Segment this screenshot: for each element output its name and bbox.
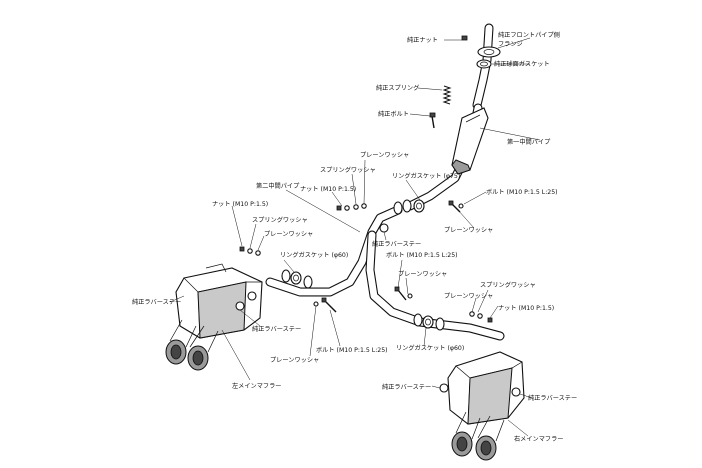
right-muffler-tips — [451, 411, 505, 461]
washers-left — [239, 246, 261, 256]
ring-gasket-60-right — [413, 313, 445, 331]
label-bolt-bottom: ボルト (M10 P:1.5 L:25) — [316, 346, 388, 354]
label-oem-rubber-stay-right-b: 純正ラバーステー — [528, 394, 577, 402]
left-main-muffler — [165, 263, 263, 371]
label-oem-rubber-stay-center: 純正ラバーステー — [372, 240, 421, 248]
label-plain-washer-right-mid: プレーンワッシャ — [398, 271, 447, 278]
label-nut-top: ナット (M10 P:1.5) — [300, 186, 356, 193]
label-oem-nut: 純正ナット — [407, 36, 438, 44]
ring-gasket-75 — [413, 199, 425, 213]
label-ring-gasket-75: リングガスケット (φ75) — [392, 172, 460, 180]
label-plain-washer-top: プレーンワッシャ — [360, 152, 409, 159]
label-left-main-muffler: 左メインマフラー — [232, 382, 282, 390]
label-first-center-pipe: 第一中間パイプ — [507, 138, 551, 146]
part-labels: 純正ナット 純正フロントパイプ側 フランジ 純正球面ガスケット 純正スプリング … — [132, 31, 577, 443]
label-oem-front-pipe-flange: 純正フロントパイプ側 — [498, 31, 560, 39]
label-spring-washer-top: スプリングワッシャ — [320, 166, 376, 174]
label-plain-washer-bottom: プレーンワッシャ — [270, 357, 319, 364]
label-plain-washer-left: プレーンワッシャ — [264, 231, 313, 238]
bolt-bottom — [313, 297, 337, 313]
label-bolt-right-top: ボルト (M10 P:1.5 L:25) — [486, 188, 558, 196]
center-flange-joint — [393, 199, 412, 215]
oem-ball-gasket — [476, 59, 492, 69]
label-nut-right: ナット (M10 P:1.5) — [498, 305, 554, 312]
label-ring-gasket-60-left: リングガスケット (φ60) — [280, 251, 348, 259]
label-right-main-muffler: 右メインマフラー — [514, 435, 564, 443]
label-spring-washer-right: スプリングワッシャ — [480, 281, 536, 289]
label-plain-washer-right: プレーンワッシャ — [444, 293, 493, 300]
label-ring-gasket-60-right: リングガスケット (φ60) — [396, 344, 464, 352]
label-oem-ball-gasket: 純正球面ガスケット — [494, 60, 550, 68]
rubber-stay-left — [235, 291, 257, 311]
ring-gasket-60-left — [281, 269, 313, 289]
first-center-pipe — [405, 103, 489, 211]
washers-right — [469, 311, 493, 323]
label-plain-washer-right-top: プレーンワッシャ — [444, 227, 493, 234]
left-muffler-tips — [165, 319, 219, 371]
oem-spring — [442, 85, 452, 105]
rubber-stay-right — [439, 383, 521, 397]
oem-nut — [461, 35, 468, 41]
front-flange — [477, 46, 501, 58]
second-center-pipe — [265, 205, 505, 341]
label-oem-spring: 純正スプリング — [376, 84, 419, 92]
label-oem-front-pipe-flange-2: フランジ — [498, 41, 523, 48]
label-nut-left: ナット (M10 P:1.5) — [212, 201, 268, 208]
label-oem-rubber-stay-right-a: 純正ラバーステー — [382, 383, 431, 391]
rubber-stay-center — [379, 223, 389, 233]
bolt-right-top — [448, 200, 464, 213]
right-main-muffler — [447, 351, 525, 461]
bolt-right-mid — [394, 286, 413, 301]
label-second-center-pipe: 第二中間パイプ — [256, 182, 300, 190]
label-oem-rubber-stay-left: 純正ラバーステー — [132, 298, 181, 306]
leader-lines — [169, 37, 541, 437]
label-bolt-right-mid: ボルト (M10 P:1.5 L:25) — [386, 251, 458, 259]
oem-bolt — [429, 112, 436, 129]
front-pipe — [472, 23, 494, 110]
label-spring-washer-left: スプリングワッシャ — [252, 216, 308, 224]
label-oem-rubber-stay-left-bottom: 純正ラバーステー — [252, 325, 301, 333]
label-oem-bolt: 純正ボルト — [378, 110, 409, 118]
